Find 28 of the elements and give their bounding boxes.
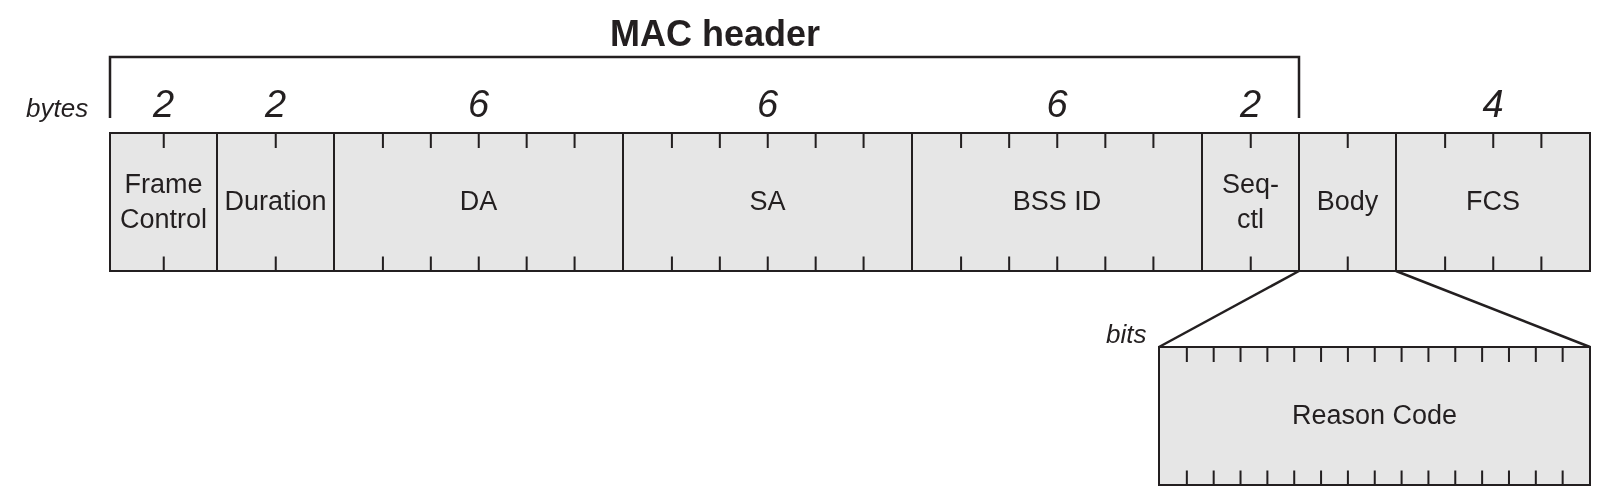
field-label: Duration: [224, 185, 327, 219]
field-label: BSS ID: [1012, 185, 1102, 219]
field-label: Body: [1316, 185, 1379, 219]
field-label: SA: [749, 185, 786, 219]
unit-label: bytes: [26, 94, 89, 124]
byte-count: 6: [467, 83, 490, 127]
field-label: Frame Control: [118, 167, 208, 236]
field-box: [332, 131, 625, 273]
field-label: Seq-ctl: [1220, 167, 1280, 236]
unit-label: bits: [1106, 320, 1147, 350]
field-label: FCS: [1466, 185, 1520, 219]
field-box: [910, 131, 1204, 273]
title: MAC header: [610, 13, 820, 55]
field-label: Reason Code: [1291, 399, 1458, 433]
byte-count: 2: [264, 83, 287, 127]
field-box: [1157, 345, 1592, 487]
byte-count: 2: [1239, 83, 1262, 127]
field-box: [215, 131, 336, 273]
byte-count: 6: [756, 83, 779, 127]
field-box: [108, 131, 219, 273]
field-box: [1200, 131, 1301, 273]
byte-count: 2: [152, 83, 175, 127]
byte-count: 4: [1482, 83, 1504, 127]
field-box: [1394, 131, 1592, 273]
field-label: DA: [459, 185, 498, 219]
field-box: [1297, 131, 1398, 273]
byte-count: 6: [1046, 83, 1068, 127]
field-box: [621, 131, 914, 273]
